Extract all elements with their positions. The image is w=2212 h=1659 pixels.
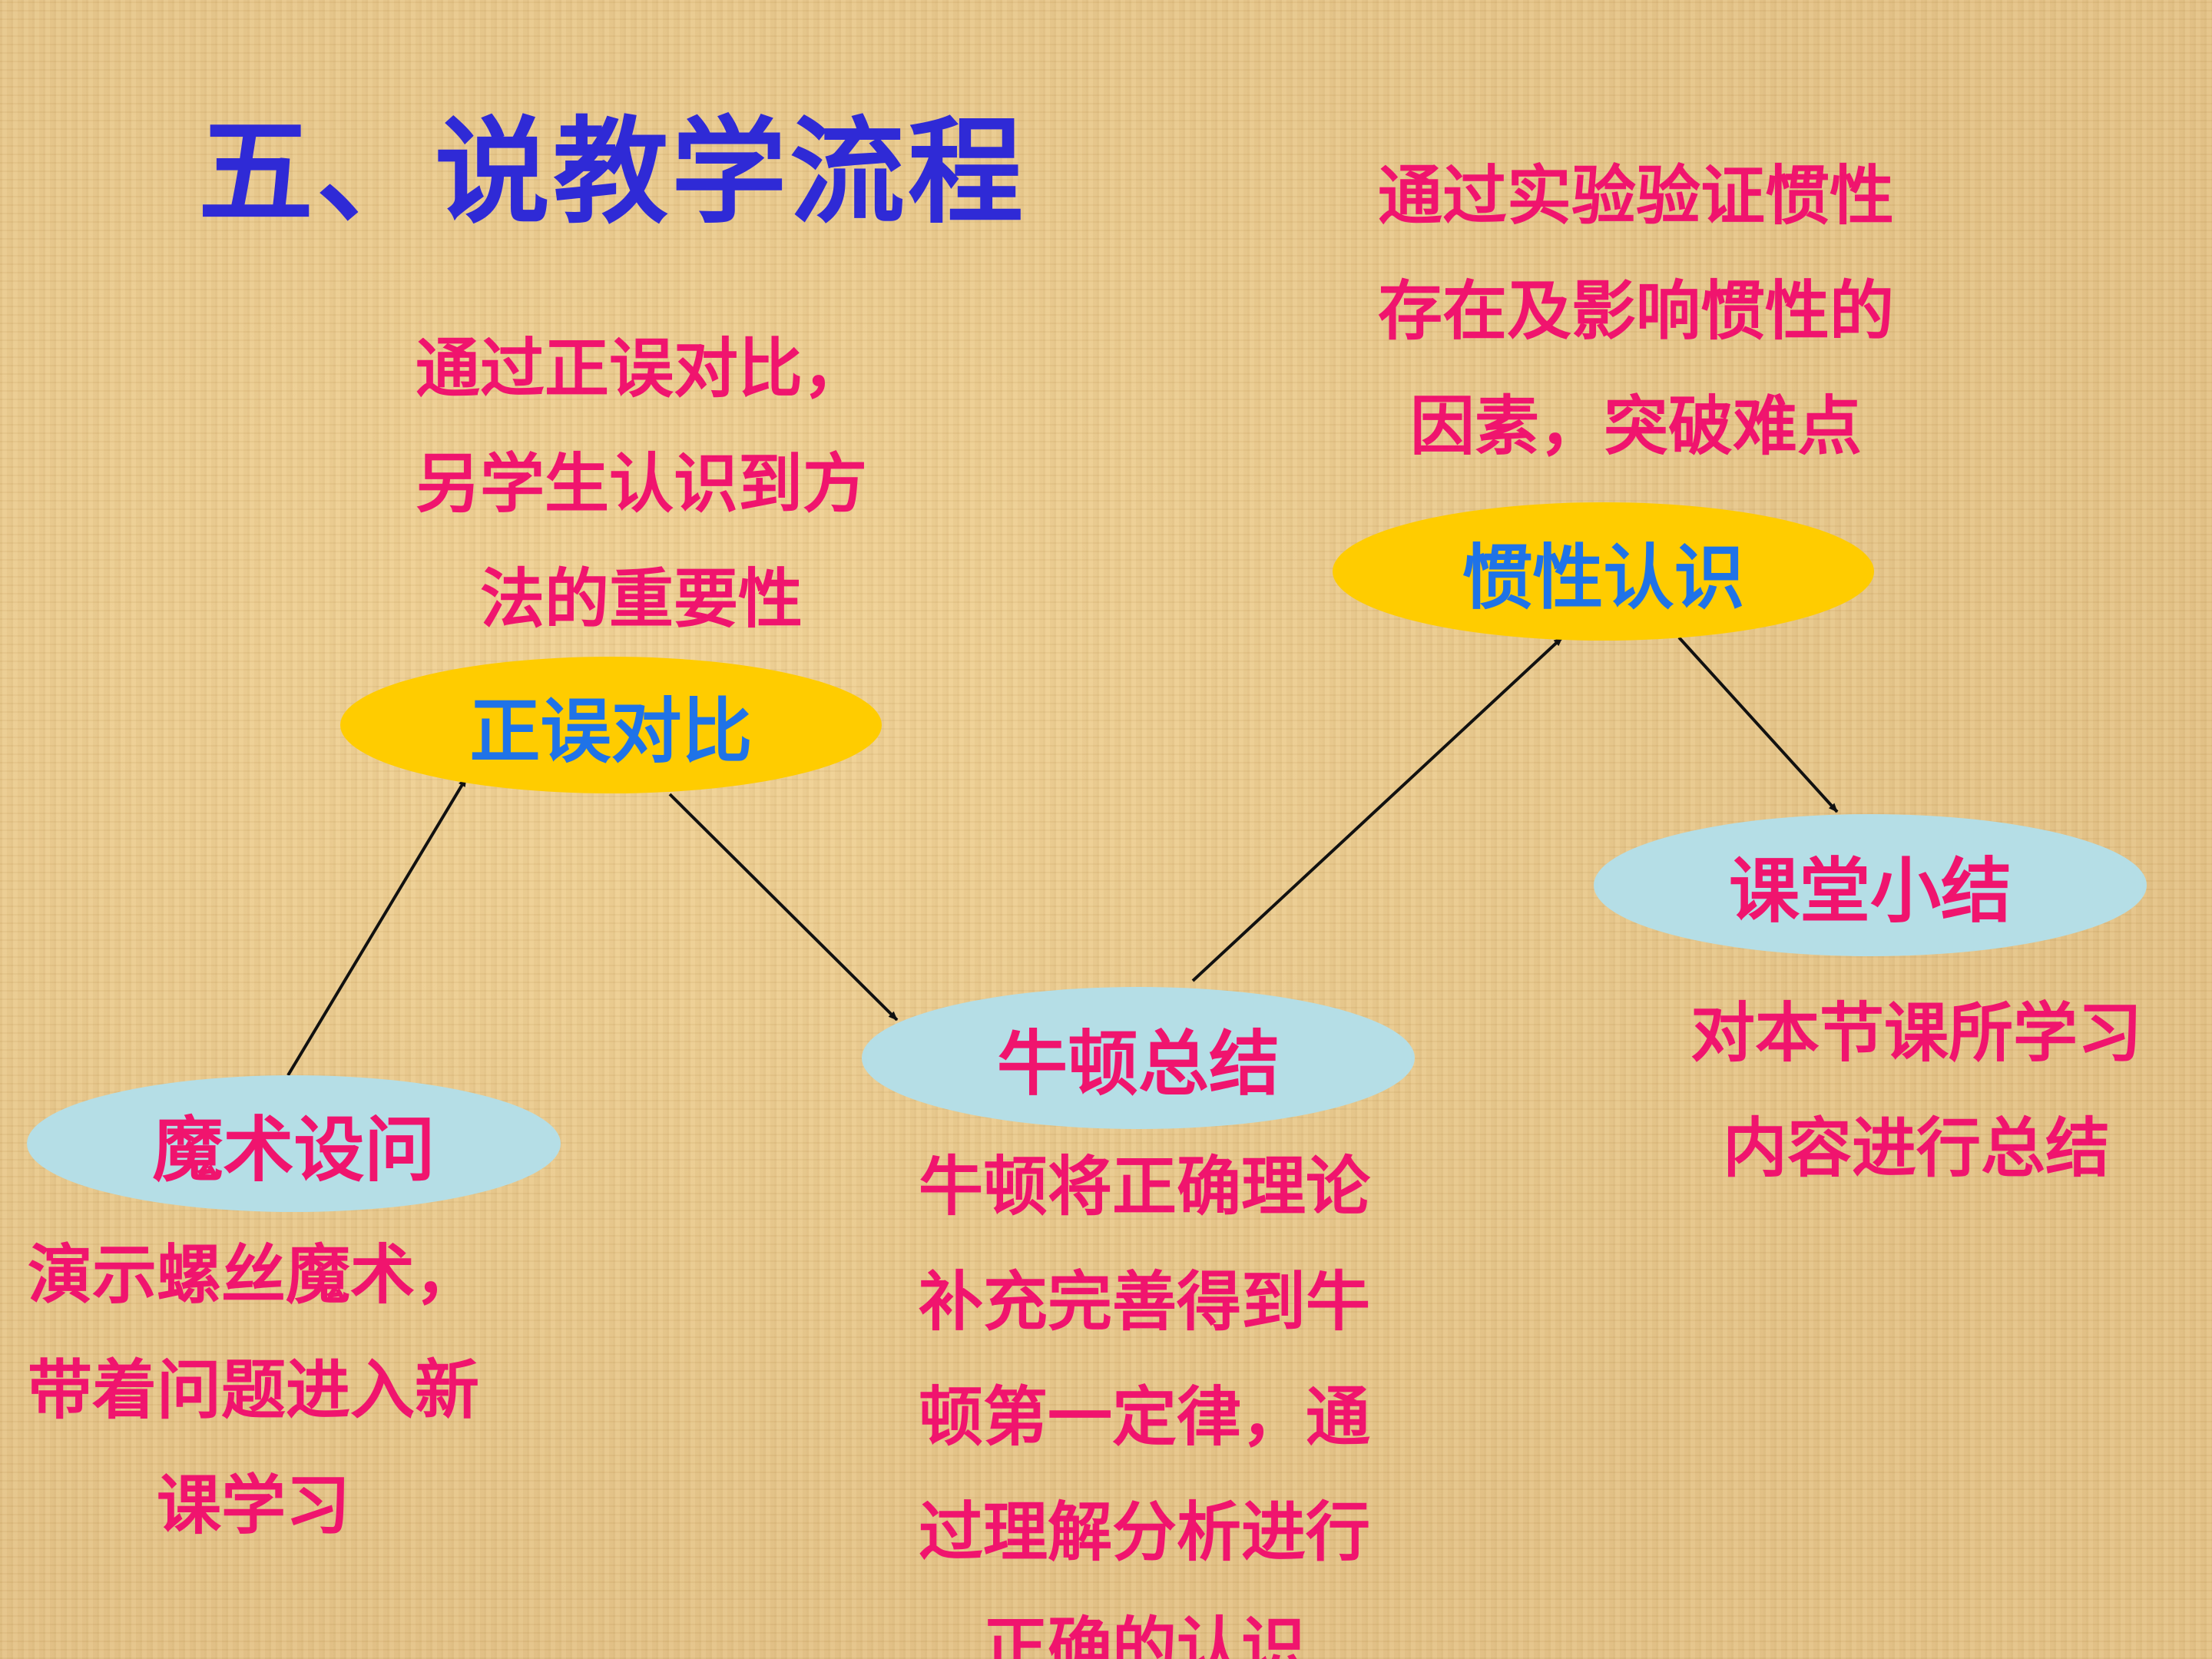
page-title: 五、说教学流程	[198, 106, 1027, 240]
arrow-magic-to-compare	[286, 777, 468, 1077]
note-line: 因素，突破难点	[1409, 389, 1862, 464]
note-line: 法的重要性	[479, 561, 803, 637]
node-magic[interactable]: 魔术设问	[27, 1075, 561, 1212]
note-inertia: 通过实验验证惯性 存在及影响惯性的 因素，突破难点	[1290, 138, 1982, 484]
node-inertia[interactable]: 惯性认识	[1333, 502, 1874, 641]
node-summary[interactable]: 课堂小结	[1594, 814, 2147, 956]
note-compare: 通过正误对比， 另学生认识到方 法的重要性	[346, 311, 937, 657]
note-line: 过理解分析进行	[918, 1495, 1370, 1570]
note-line: 对本节课所学习	[1690, 995, 2142, 1071]
note-line: 顿第一定律，通	[918, 1379, 1370, 1455]
node-newton[interactable]: 牛顿总结	[862, 987, 1415, 1129]
note-line: 课学习	[156, 1468, 350, 1543]
note-line: 带着问题进入新	[27, 1353, 479, 1428]
note-magic: 演示螺丝魔术， 带着问题进入新 课学习	[0, 1217, 553, 1563]
note-line: 补充完善得到牛	[918, 1264, 1370, 1339]
arrow-compare-to-newton	[668, 793, 899, 1022]
arrow-newton-to-inertia	[1191, 636, 1564, 982]
node-compare[interactable]: 正误对比	[340, 657, 882, 793]
note-line: 正确的认识	[982, 1610, 1306, 1659]
note-line: 通过实验验证惯性	[1377, 158, 1894, 233]
note-line: 另学生认识到方	[415, 446, 867, 522]
note-line: 存在及影响惯性的	[1377, 273, 1894, 349]
note-newton: 牛顿将正确理论 补充完善得到牛 顿第一定律，通 过理解分析进行 正确的认识	[853, 1129, 1436, 1659]
note-line: 通过正误对比，	[415, 331, 867, 406]
note-summary: 对本节课所学习 内容进行总结	[1628, 975, 2204, 1206]
note-line: 内容进行总结	[1722, 1111, 2110, 1186]
arrow-inertia-to-summary	[1677, 636, 1839, 813]
note-line: 牛顿将正确理论	[918, 1149, 1370, 1224]
note-line: 演示螺丝魔术，	[27, 1237, 479, 1313]
